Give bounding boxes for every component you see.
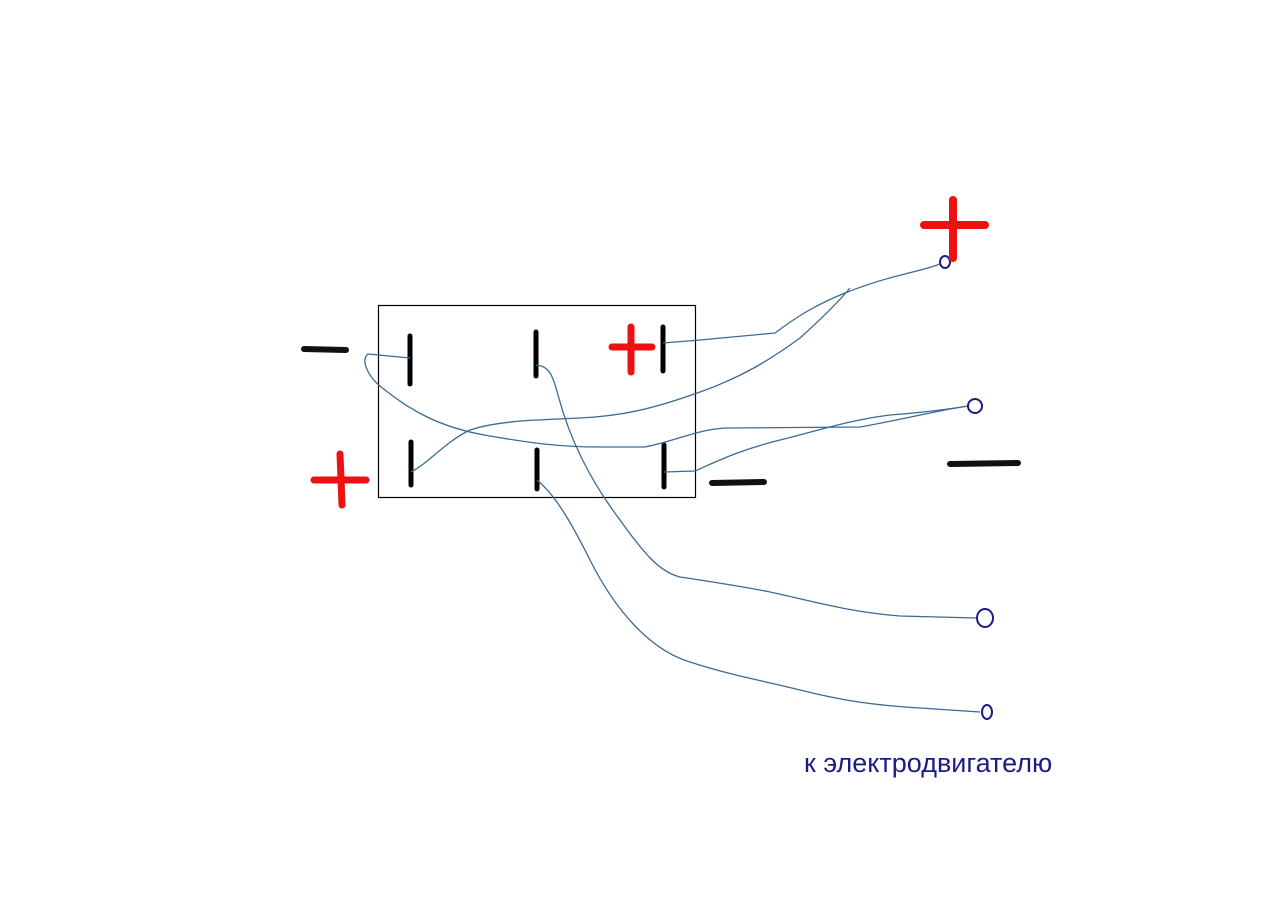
wire-top-left	[364, 353, 969, 448]
minus-sign-icon	[947, 460, 1021, 467]
wire-top-right	[662, 263, 941, 344]
plus-signs	[310, 196, 989, 509]
minus-sign-icon	[301, 346, 349, 353]
wire-top-middle	[535, 364, 977, 619]
circle-contact-icon	[967, 398, 983, 414]
plus-sign-icon	[608, 323, 656, 376]
contacts	[939, 255, 994, 720]
wire-bottom-left	[410, 287, 851, 473]
plus-sign-icon	[920, 196, 989, 262]
circle-contact-icon	[981, 704, 993, 720]
circle-contact-icon	[976, 608, 994, 628]
wire-bottom-middle	[536, 479, 981, 713]
minus-sign-icon	[709, 479, 767, 486]
terminals	[407, 324, 667, 492]
motor-caption: к электродвигателю	[804, 748, 1053, 778]
plus-sign-icon	[310, 450, 370, 509]
minus-signs	[301, 346, 1021, 486]
wires	[364, 263, 981, 713]
circle-contact-icon	[939, 255, 951, 269]
switch-body	[377, 304, 697, 499]
wire-bottom-right	[663, 405, 969, 473]
